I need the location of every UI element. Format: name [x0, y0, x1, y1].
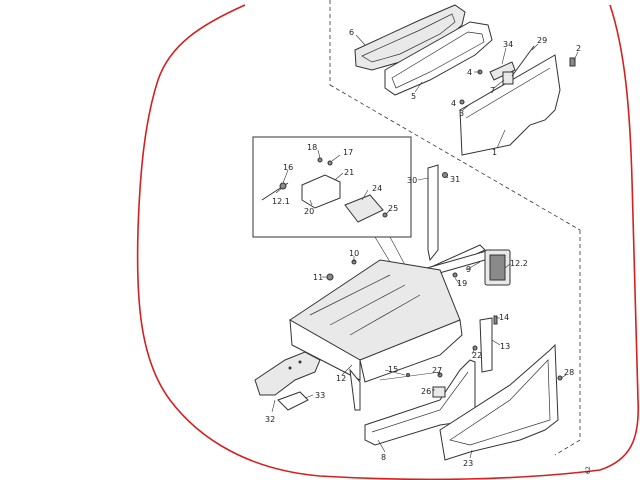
part-8-lower-bracket	[364, 359, 476, 446]
label-part-4-upper: 4	[467, 68, 472, 77]
part-34-hinge	[489, 61, 516, 81]
dashed-boundary-diag	[329, 84, 581, 231]
label-part-15: 15	[388, 365, 398, 374]
label-part-19: 19	[457, 279, 467, 288]
label-part-24: 24	[372, 184, 382, 193]
red-highlight-outline	[136, 4, 640, 480]
part-7-bracket	[502, 71, 514, 85]
label-part-12-1: 12.1	[272, 197, 290, 206]
main-tray-side	[359, 319, 463, 383]
label-part-2: 2	[576, 44, 581, 53]
part-26-block	[432, 386, 446, 398]
part-2-clip	[569, 57, 576, 67]
label-part-12-2: 12.2	[510, 259, 528, 268]
label-part-3: 3	[459, 109, 464, 118]
leader-lines	[271, 34, 579, 459]
part-15-bolt	[406, 373, 410, 377]
label-part-23: 23	[463, 459, 473, 468]
part-23-side-frame	[439, 343, 559, 461]
main-tray-front	[289, 319, 361, 381]
label-part-31: 31	[450, 175, 460, 184]
label-part-14: 14	[499, 313, 509, 322]
part-24-cover	[344, 194, 384, 223]
label-part-12: 12	[336, 374, 346, 383]
part-11-washer	[326, 273, 334, 281]
part-32-front-cover	[254, 351, 321, 396]
label-part-26: 26	[421, 387, 431, 396]
label-part-10: 10	[349, 249, 359, 258]
label-part-28: 28	[564, 368, 574, 377]
label-part-21: 21	[344, 168, 354, 177]
label-part-34: 34	[503, 40, 513, 49]
label-part-11: 11	[313, 273, 323, 282]
part-1-side-panel	[459, 54, 561, 156]
label-part-18: 18	[307, 143, 317, 152]
label-part-8: 8	[381, 453, 386, 462]
part-17-screw	[327, 160, 333, 166]
label-part-16: 16	[283, 163, 293, 172]
part-30-vertical-bracket	[427, 164, 439, 262]
label-part-1: 1	[492, 148, 497, 157]
label-part-22: 22	[472, 351, 482, 360]
label-part-32: 32	[265, 415, 275, 424]
label-part-13: 13	[500, 342, 510, 351]
part-18-screw	[317, 157, 323, 163]
part-12-1-sensor	[279, 182, 287, 190]
inset-detail-box	[252, 136, 412, 238]
label-part-7: 7	[490, 86, 495, 95]
label-part-4-lower: 4	[451, 99, 456, 108]
label-part-30: 30	[407, 176, 417, 185]
part-5-seal	[384, 21, 493, 96]
label-part-17: 17	[343, 148, 353, 157]
part-labels: 1 2 3 4 4 5 6 7 8 9 10 11 12 12.1 12.2 1…	[265, 28, 581, 468]
part-28-bolt	[557, 375, 563, 381]
corner-code: 62	[585, 466, 592, 474]
dashed-boundary-bottom	[554, 439, 581, 456]
part-22-bolt	[472, 345, 478, 351]
label-part-5: 5	[411, 92, 416, 101]
main-tray-stand	[349, 368, 361, 411]
label-part-6: 6	[349, 28, 354, 37]
part-33-plate	[277, 391, 309, 411]
label-part-9: 9	[466, 265, 471, 274]
part-14-bolt	[493, 315, 498, 325]
label-part-25: 25	[388, 204, 398, 213]
part-20-mount	[301, 174, 341, 209]
part-13-stand	[479, 317, 493, 373]
part-4-bolt-lower	[459, 99, 465, 105]
label-part-27: 27	[432, 366, 442, 375]
part-19-bolt	[452, 272, 458, 278]
label-part-33: 33	[315, 391, 325, 400]
label-part-29: 29	[537, 36, 547, 45]
label-part-20: 20	[304, 207, 314, 216]
part-29-rod	[511, 45, 535, 77]
